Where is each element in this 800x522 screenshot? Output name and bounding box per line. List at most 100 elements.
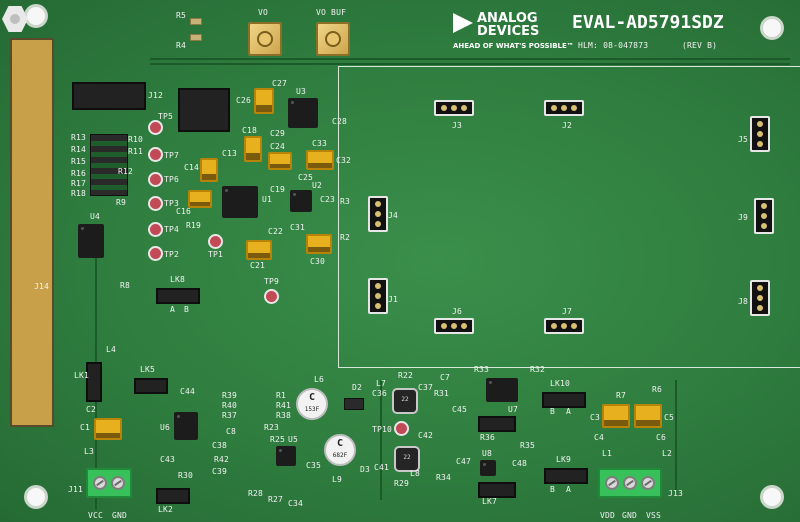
c21-label: C21 [250,261,266,270]
lk8-b-label: B [184,305,190,314]
c48-label: C48 [512,459,528,468]
r37-label: R37 [222,411,238,420]
lk5-jumper[interactable] [134,378,168,394]
j14-edge-connector[interactable] [10,38,54,427]
r39-label: R39 [222,391,238,400]
j13-terminal-block[interactable] [598,468,662,498]
standoff-top-icon [2,6,28,32]
r10-label: R10 [128,135,144,144]
l2-label: L2 [662,449,673,458]
inductor-22-icon: 22 [392,388,418,414]
lk9-jumper[interactable] [544,468,588,484]
tp4-testpoint[interactable] [148,222,163,237]
lk9-b-label: B [550,485,556,494]
j14-label: J14 [34,282,50,291]
j7-label: J7 [562,307,573,316]
c8-label: C8 [226,427,237,436]
u7-chip [486,378,518,402]
c31-label: C31 [290,223,306,232]
l4-label: L4 [106,345,117,354]
tp10-testpoint[interactable] [394,421,409,436]
tp9-testpoint[interactable] [264,289,279,304]
j12-header[interactable] [72,82,146,110]
lk10-label: LK10 [550,379,571,388]
j11-vcc-label: VCC [88,511,104,520]
trace [150,58,790,60]
vo-buf-sma-connector[interactable] [316,22,350,56]
c43-label: C43 [160,455,176,464]
c28-label: C28 [332,117,348,126]
r29-label: R29 [394,479,410,488]
j3-label: J3 [452,121,463,130]
j6-header[interactable] [434,318,474,334]
capacitor-c18 [244,136,262,162]
lk-jumper-mid[interactable] [478,416,516,432]
lk10-jumper[interactable] [542,392,586,408]
brand-line1: ANALOG [477,11,538,26]
tp7-testpoint[interactable] [148,147,163,162]
c42-label: C42 [418,431,434,440]
u5-label: U5 [288,435,299,444]
tp5-testpoint[interactable] [148,120,163,135]
j11-gnd-label: GND [112,511,128,520]
capacitor-c1 [94,418,122,440]
tp5-label: TP5 [158,112,174,121]
lk1-jumper[interactable] [86,362,102,402]
j1-header[interactable] [368,278,388,314]
c18-label: C18 [242,126,258,135]
j2-label: J2 [562,121,573,130]
jumper-block[interactable] [178,88,230,132]
c13-label: C13 [222,149,238,158]
l8-label: L8 [410,469,421,478]
j4-header[interactable] [368,196,388,232]
r15-label: R15 [71,157,87,166]
capacitor-c32 [306,150,334,170]
j8-header[interactable] [750,280,770,316]
c26-label: C26 [236,96,252,105]
r27-label: R27 [268,495,284,504]
r25-label: R25 [270,435,286,444]
j11-terminal-block[interactable] [86,468,132,498]
c36-label: C36 [372,389,388,398]
tp2-label: TP2 [164,250,180,259]
lk1-label: LK1 [74,371,90,380]
tp7-label: TP7 [164,151,180,160]
j9-header[interactable] [754,198,774,234]
tp2-testpoint[interactable] [148,246,163,261]
l6-label: L6 [314,375,325,384]
j1-label: J1 [388,295,399,304]
tp3-testpoint[interactable] [148,196,163,211]
c45-label: C45 [452,405,468,414]
j13-label: J13 [668,489,684,498]
lk2-jumper[interactable] [156,488,190,504]
diode-d2 [344,398,364,410]
lk7-jumper[interactable] [478,482,516,498]
j6-label: J6 [452,307,463,316]
c38-label: C38 [212,441,228,450]
l9-label: L9 [332,475,343,484]
j11-label: J11 [68,485,84,494]
lk8-jumper[interactable] [156,288,200,304]
resistor-r4 [190,34,202,41]
u2-label: U2 [312,181,323,190]
c4-label: C4 [594,433,605,442]
j3-header[interactable] [434,100,474,116]
j5-header[interactable] [750,116,770,152]
capacitor-c24 [268,152,292,170]
l9-value: 682F [332,452,348,459]
trace [675,380,677,490]
u6-chip [174,412,198,440]
c23-label: C23 [320,195,336,204]
j7-header[interactable] [544,318,584,334]
resistor-array [90,134,128,196]
vo-sma-connector[interactable] [248,22,282,56]
mounting-hole-top-right-icon [760,16,784,40]
tp1-testpoint[interactable] [208,234,223,249]
r17-label: R17 [71,179,87,188]
u8-chip [480,460,496,476]
j2-header[interactable] [544,100,584,116]
screw-icon [623,476,637,490]
tp6-testpoint[interactable] [148,172,163,187]
